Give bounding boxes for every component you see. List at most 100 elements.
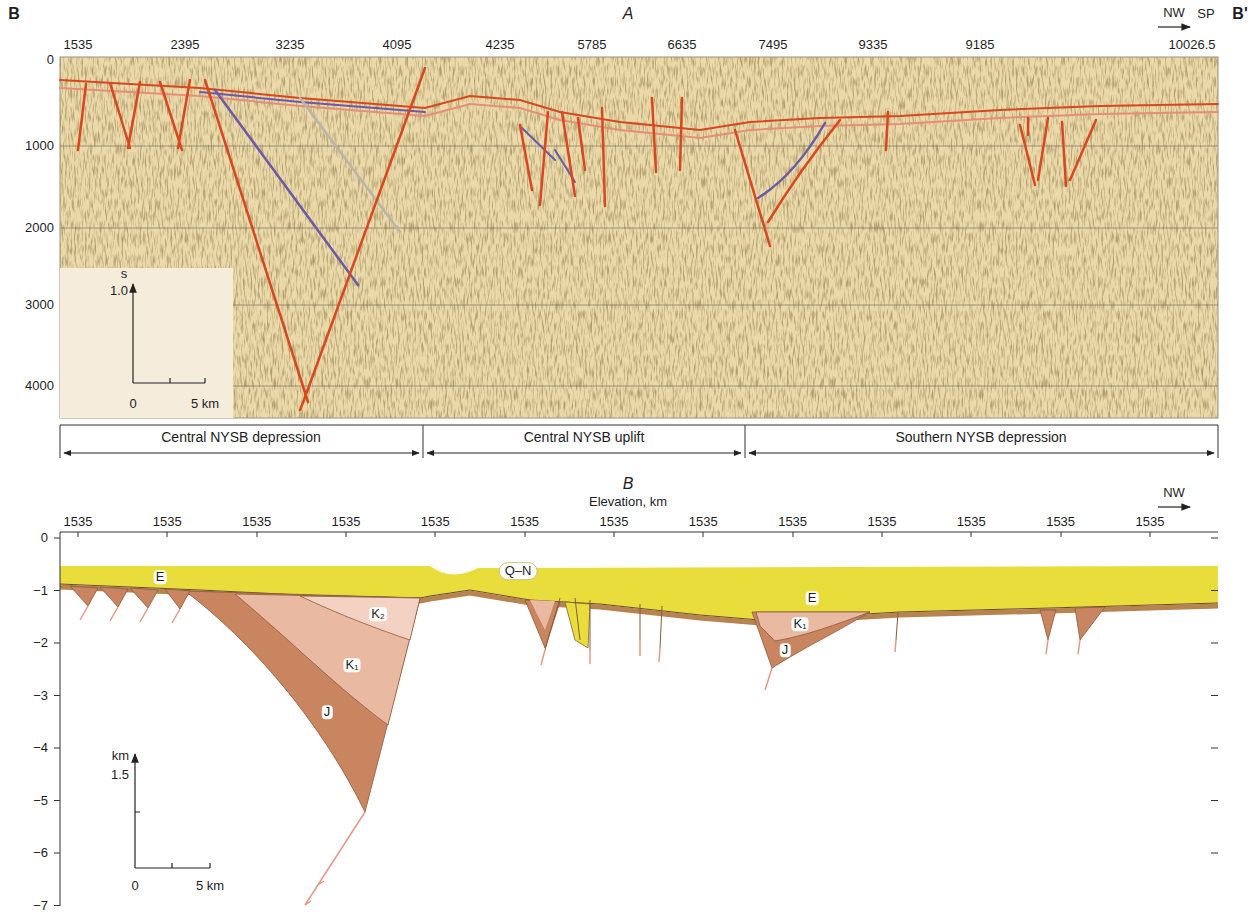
scale-label: s — [121, 267, 128, 281]
jurassic-fill — [752, 612, 870, 668]
fault-line — [886, 112, 1096, 186]
axis-tick-label: 1535 — [64, 38, 93, 52]
formation-label: K₁ — [343, 658, 360, 672]
fault-line — [300, 68, 425, 410]
direction-arrow — [1158, 506, 1190, 507]
scale-axis — [132, 284, 133, 383]
scale-inset — [60, 268, 233, 418]
fault-tail — [541, 640, 1080, 690]
horizon-line — [300, 98, 400, 232]
bracket-frame — [60, 425, 1218, 458]
time-grid — [60, 146, 1218, 386]
fault-tail — [305, 812, 365, 905]
direction-arrow — [1158, 26, 1190, 27]
axis-tick-label: −5 — [33, 794, 48, 808]
axis-tick-label: −7 — [33, 899, 48, 913]
axis-tick-label: 10026.5 — [1169, 38, 1216, 52]
grid-line — [60, 228, 1218, 229]
panel-letter: A — [623, 6, 634, 23]
scale-label: 1.5 — [111, 768, 129, 782]
axis-tick-label: −2 — [33, 636, 48, 650]
axis-tick-label: 1535 — [689, 515, 718, 529]
grid-line — [60, 386, 1218, 387]
axis-tick-label: 4235 — [486, 38, 515, 52]
bracket-arrow — [64, 453, 419, 454]
fault-tail — [80, 606, 180, 623]
axis-frame — [60, 532, 1218, 906]
grid-line — [60, 305, 1218, 306]
axis-tick-label: 0 — [47, 53, 54, 67]
formation-label: K₂ — [369, 607, 387, 621]
formation-label: E — [154, 570, 167, 584]
axis-tick-label: 9335 — [859, 38, 888, 52]
scale-axis — [134, 754, 135, 868]
horizons — [60, 80, 1218, 285]
axis-tick-label: 1535 — [153, 515, 182, 529]
axis-tick-label: 9185 — [966, 38, 995, 52]
axis-tick-label: 1535 — [957, 515, 986, 529]
axis-tick-label: 2000 — [25, 221, 54, 235]
geologic-panel — [54, 532, 1218, 906]
seismic-panel — [60, 57, 1218, 418]
axis-tick-label: 4000 — [25, 379, 54, 393]
axis-tick-label: −1 — [33, 584, 48, 598]
formation-label: J — [780, 643, 791, 657]
formation-label: J — [322, 705, 333, 719]
axis-tick-label: 1000 — [25, 139, 54, 153]
axis-tick-label: 1535 — [868, 515, 897, 529]
half-graben-fill — [1040, 607, 1105, 640]
seismic-texture — [60, 57, 1218, 418]
scale-label: 0 — [129, 397, 136, 411]
region-label: Central NYSB depression — [158, 430, 324, 445]
horizon-line — [60, 88, 1218, 138]
axis-tick-label: 1535 — [421, 515, 450, 529]
axis-tick-label: 4095 — [383, 38, 412, 52]
scale-label: 5 km — [191, 397, 219, 411]
scale-axis — [133, 378, 205, 383]
lower-cretaceous-fill — [235, 594, 420, 725]
panel-letter: B — [623, 476, 634, 493]
axis-tick-label: 1535 — [778, 515, 807, 529]
region-label: Central NYSB uplift — [521, 430, 648, 445]
horizon-line — [215, 90, 358, 285]
fault-line — [78, 80, 190, 150]
formation-label: K₁ — [791, 617, 808, 631]
direction-label: NW — [1163, 6, 1185, 20]
axis-tick-label: 1535 — [242, 515, 271, 529]
half-graben-fill — [565, 602, 590, 648]
axis-title: Elevation, km — [589, 495, 667, 509]
direction-label: NW — [1163, 486, 1185, 500]
axis-tick-label: −4 — [33, 741, 48, 755]
axis-ticks — [54, 538, 1218, 906]
region-brackets — [60, 425, 1218, 458]
faults — [545, 598, 898, 650]
bracket-arrow — [427, 453, 741, 454]
scale-label: 1.0 — [110, 284, 128, 298]
half-graben-fill — [530, 600, 555, 630]
fault-line — [545, 598, 898, 650]
half-graben-fill — [70, 586, 190, 609]
region-label: Southern NYSB depression — [892, 430, 1069, 445]
axis-tick-label: −6 — [33, 846, 48, 860]
scale-axis — [135, 812, 210, 868]
scale-label: 0 — [131, 879, 138, 893]
scale-inset — [60, 748, 235, 905]
scale-label: 5 km — [196, 879, 224, 893]
axis-tick-label: 7495 — [759, 38, 788, 52]
axis-tick-label: 3235 — [276, 38, 305, 52]
axis-tick-label: 5785 — [578, 38, 607, 52]
seismic-frame — [60, 57, 1218, 418]
axis-tick-label: 6635 — [668, 38, 697, 52]
half-graben-fill — [525, 600, 560, 648]
fault-line — [735, 120, 840, 246]
formation-label: E — [806, 591, 819, 605]
axis-tick-label: −3 — [33, 689, 48, 703]
fault-line — [520, 98, 682, 206]
axis-tick-label: 1535 — [1135, 515, 1164, 529]
horizon-line — [200, 92, 425, 112]
axis-tick-label: 0 — [41, 531, 48, 545]
axis-tick-label: 1535 — [1046, 515, 1075, 529]
axis-tick-label: 1535 — [510, 515, 539, 529]
panel-letter: B — [8, 6, 20, 23]
